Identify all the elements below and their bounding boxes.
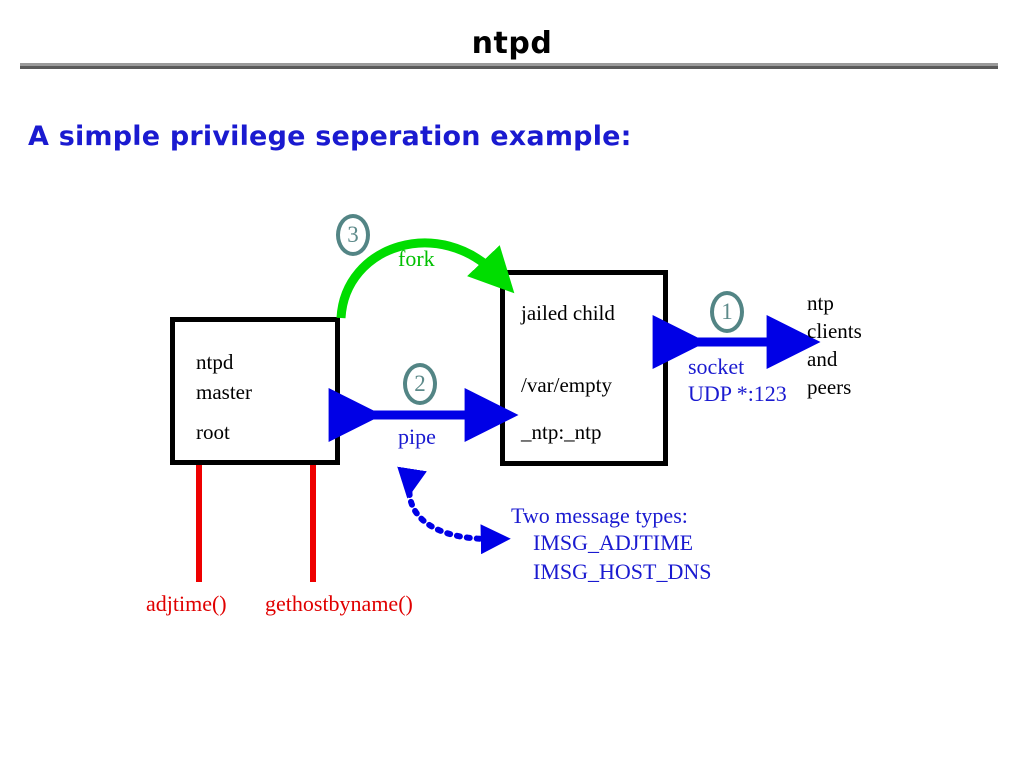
fork-label: fork [398, 246, 435, 271]
syscall-label-adjtime: adjtime() [146, 591, 227, 616]
socket-label: socket [688, 354, 745, 379]
external-line-peers: peers [807, 375, 852, 399]
slide-subtitle: A simple privilege seperation example: [28, 121, 632, 152]
child-label-chroot: /var/empty [521, 373, 612, 397]
master-label-master: master [196, 380, 252, 404]
external-line-and: and [807, 347, 838, 371]
external-line-ntp: ntp [807, 291, 834, 315]
child-label-title: jailed child [521, 301, 615, 325]
step-badge-3: 3 [336, 214, 370, 256]
gethostbyname-callout-line [310, 465, 316, 582]
master-label-root: root [196, 420, 230, 444]
syscall-label-gethostbyname: gethostbyname() [265, 591, 413, 616]
message-types-arrow [397, 466, 511, 555]
message-type-hostdns: IMSG_HOST_DNS [533, 559, 712, 584]
ntpd-master-box [170, 317, 340, 465]
message-types-heading: Two message types: [511, 503, 688, 528]
title-divider [20, 63, 998, 69]
message-type-adjtime: IMSG_ADJTIME [533, 530, 694, 555]
master-label-ntpd: ntpd [196, 350, 234, 374]
jailed-child-box [500, 270, 668, 466]
step-badge-1: 1 [710, 291, 744, 333]
page-title: ntpd [471, 26, 553, 61]
adjtime-callout-line [196, 465, 202, 582]
external-line-clients: clients [807, 319, 862, 343]
socket-port-label: UDP *:123 [688, 381, 787, 406]
pipe-label: pipe [398, 424, 436, 449]
child-label-userpair: _ntp:_ntp [521, 420, 602, 444]
step-badge-2: 2 [403, 363, 437, 405]
